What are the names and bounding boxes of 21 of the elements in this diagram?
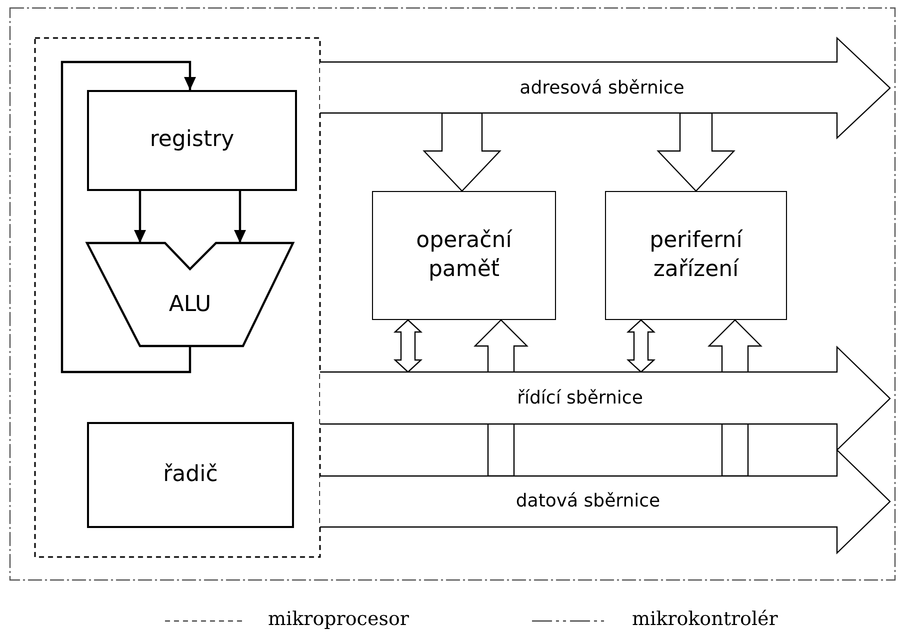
peripheral-box — [605, 191, 787, 320]
box-label: řadič — [163, 460, 218, 489]
bus-label: adresová sběrnice — [520, 78, 684, 98]
arrow — [234, 191, 246, 243]
legend-label: mikroprocesor — [268, 608, 409, 630]
box-label: registry — [150, 126, 234, 154]
box-label: ALU — [168, 291, 212, 320]
box-label: periferní zařízení — [648, 226, 744, 284]
bus-label: řídící sběrnice — [517, 388, 643, 408]
legend-label: mikrokontrolér — [632, 608, 778, 630]
feedback-arrow — [60, 60, 196, 374]
double-block-arrow — [393, 319, 423, 373]
block-arrow — [656, 112, 736, 192]
block-arrow — [422, 112, 502, 192]
double-block-arrow — [626, 319, 656, 373]
memory-box — [372, 191, 556, 320]
bus-label: datová sběrnice — [516, 490, 660, 512]
box-label: operační paměť — [415, 226, 514, 284]
register-box — [87, 90, 297, 191]
control-unit-box — [87, 422, 294, 528]
arrow — [134, 191, 146, 243]
